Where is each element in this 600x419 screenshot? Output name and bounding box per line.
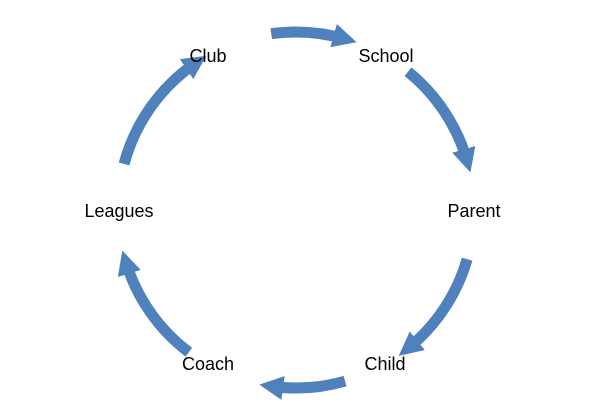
arrow-parent-to-child — [398, 257, 473, 356]
cycle-arrows — [117, 24, 476, 400]
node-child: Child — [364, 354, 405, 374]
arrow-club-to-school — [270, 24, 357, 48]
node-school: School — [358, 46, 413, 66]
arrow-leagues-to-club — [118, 55, 207, 166]
arrow-school-to-parent — [404, 67, 476, 173]
arrow-coach-to-leagues — [117, 250, 193, 357]
cycle-labels: Club School Parent Child Coach Leagues — [84, 46, 500, 374]
node-coach: Coach — [182, 354, 234, 374]
arrow-child-to-coach — [259, 375, 347, 400]
node-club: Club — [189, 46, 226, 66]
node-leagues: Leagues — [84, 201, 153, 221]
node-parent: Parent — [447, 201, 500, 221]
